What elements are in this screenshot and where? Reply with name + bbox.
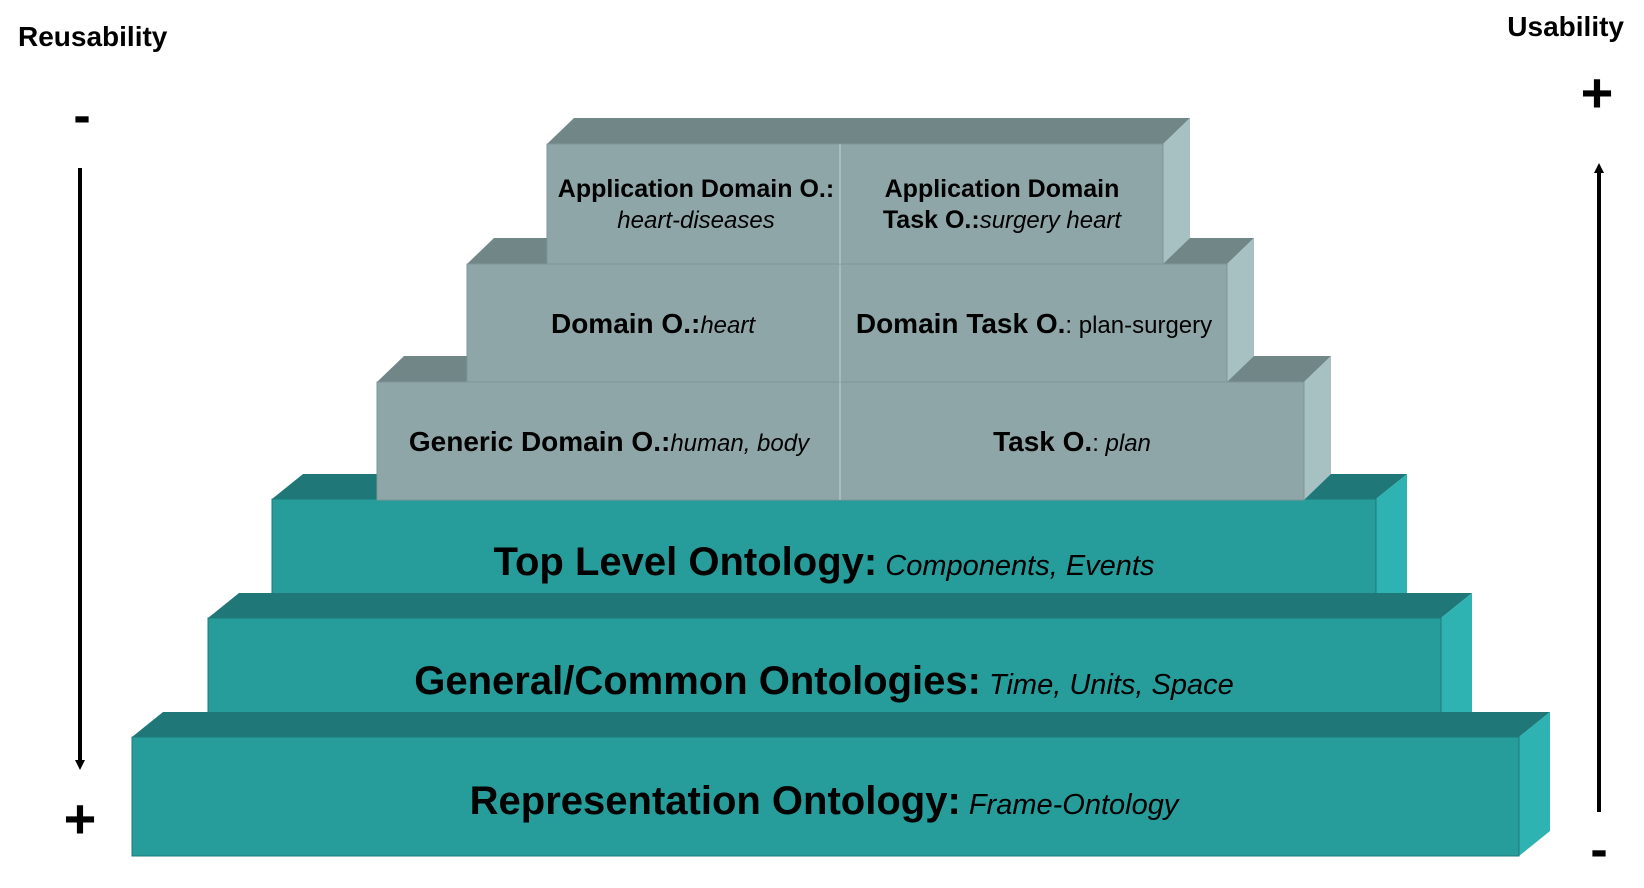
general-title: General/Common Ontologies: [414, 659, 981, 703]
representation-top-face [132, 712, 1550, 737]
application-task-label: Task O.: [883, 206, 980, 234]
domain-ontology-title: Domain O.: [551, 308, 700, 339]
application-task-title: Application Domain [885, 175, 1120, 203]
application-tier: Application Domain O.: heart-diseases Ap… [546, 118, 1190, 265]
svg-text:Top Level Ontology: Components: Top Level Ontology: Components, Events [494, 540, 1155, 584]
domain-ontology-block [466, 263, 841, 383]
generic-domain-title: Generic Domain O.: [409, 426, 670, 457]
reusability-label: Reusability [18, 21, 168, 52]
svg-text:Task O.:surgery heart: Task O.:surgery heart [883, 206, 1123, 234]
reusability-top-sign: - [73, 87, 90, 145]
top-level-examples: Components, Events [885, 550, 1154, 582]
usability-bottom-sign: - [1590, 821, 1607, 879]
svg-text:Generic Domain O.:human, body: Generic Domain O.:human, body [409, 426, 811, 457]
svg-text:General/Common Ontologies: Tim: General/Common Ontologies: Time, Units, … [414, 659, 1234, 703]
general-side-face [1441, 593, 1472, 737]
svg-text:Domain O.:heart: Domain O.:heart [551, 308, 756, 339]
task-ontology-block [839, 381, 1305, 501]
svg-text:Domain Task O.: plan-surgery: Domain Task O.: plan-surgery [856, 308, 1212, 339]
representation-side-face [1519, 712, 1550, 856]
usability-top-sign: + [1581, 61, 1614, 124]
general-top-face [208, 593, 1472, 618]
application-side-face [1163, 118, 1190, 264]
svg-text:Representation Ontology: Frame: Representation Ontology: Frame-Ontology [470, 779, 1180, 823]
reusability-bottom-sign: + [64, 787, 97, 850]
task-ontology-examples: plan [1105, 430, 1151, 457]
application-domain-examples: heart-diseases [617, 207, 774, 234]
generic-domain-examples: human, body [670, 430, 811, 457]
svg-text:Task O.: plan: Task O.: plan [993, 426, 1151, 457]
application-top-face [547, 118, 1190, 144]
application-task-examples: surgery heart [980, 207, 1123, 234]
general-examples: Time, Units, Space [989, 669, 1234, 701]
representation-ontology-block: Representation Ontology: Frame-Ontology [131, 712, 1550, 857]
generic-side-face [1304, 356, 1331, 500]
representation-front-face [131, 736, 1520, 857]
task-ontology-sep: : [1092, 430, 1105, 457]
domain-task-examples: : plan-surgery [1065, 312, 1212, 339]
application-domain-block [546, 143, 841, 265]
domain-task-ontology-block [839, 263, 1228, 383]
representation-title: Representation Ontology: [470, 779, 961, 823]
domain-ontology-examples: heart [700, 312, 756, 339]
top-level-side-face [1376, 474, 1407, 618]
usability-label: Usability [1507, 11, 1624, 42]
application-task-block [839, 143, 1164, 265]
application-domain-title: Application Domain O.: [558, 175, 834, 203]
domain-task-title: Domain Task O. [856, 308, 1066, 339]
representation-examples: Frame-Ontology [969, 789, 1180, 821]
task-ontology-title: Task O. [993, 426, 1092, 457]
domain-side-face [1227, 238, 1254, 382]
top-level-title: Top Level Ontology: [494, 540, 878, 584]
